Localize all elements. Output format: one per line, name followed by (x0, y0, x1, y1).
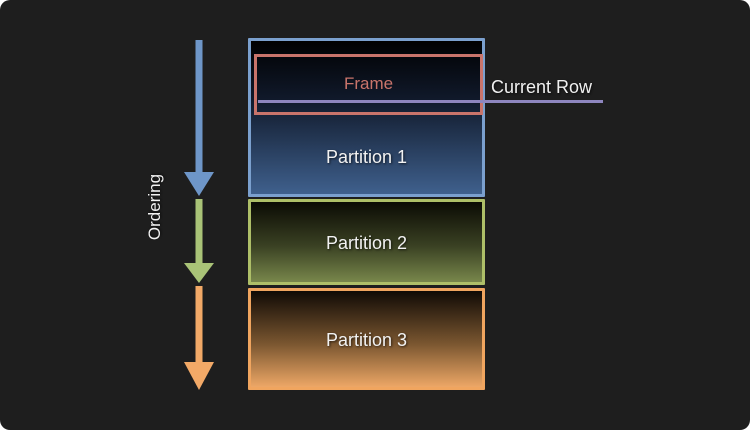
current-row-label: Current Row (491, 77, 593, 97)
partition-3-label: Partition 3 (325, 330, 408, 350)
frame-label: Frame (343, 74, 394, 93)
partition-2-box: Partition 2 (248, 199, 485, 285)
partition-3-box: Partition 3 (248, 288, 485, 390)
frame-box: Frame (254, 54, 483, 115)
ordering-arrow-green-icon (184, 199, 214, 283)
ordering-arrow-blue-icon (184, 40, 214, 196)
partition-2-label: Partition 2 (325, 233, 408, 253)
partition-1-label: Partition 1 (325, 147, 408, 167)
ordering-arrow-orange-icon (184, 286, 214, 390)
ordering-axis-label: Ordering (145, 173, 164, 241)
current-row-line (258, 100, 603, 103)
partition-1-box: Partition 1 (248, 38, 485, 197)
